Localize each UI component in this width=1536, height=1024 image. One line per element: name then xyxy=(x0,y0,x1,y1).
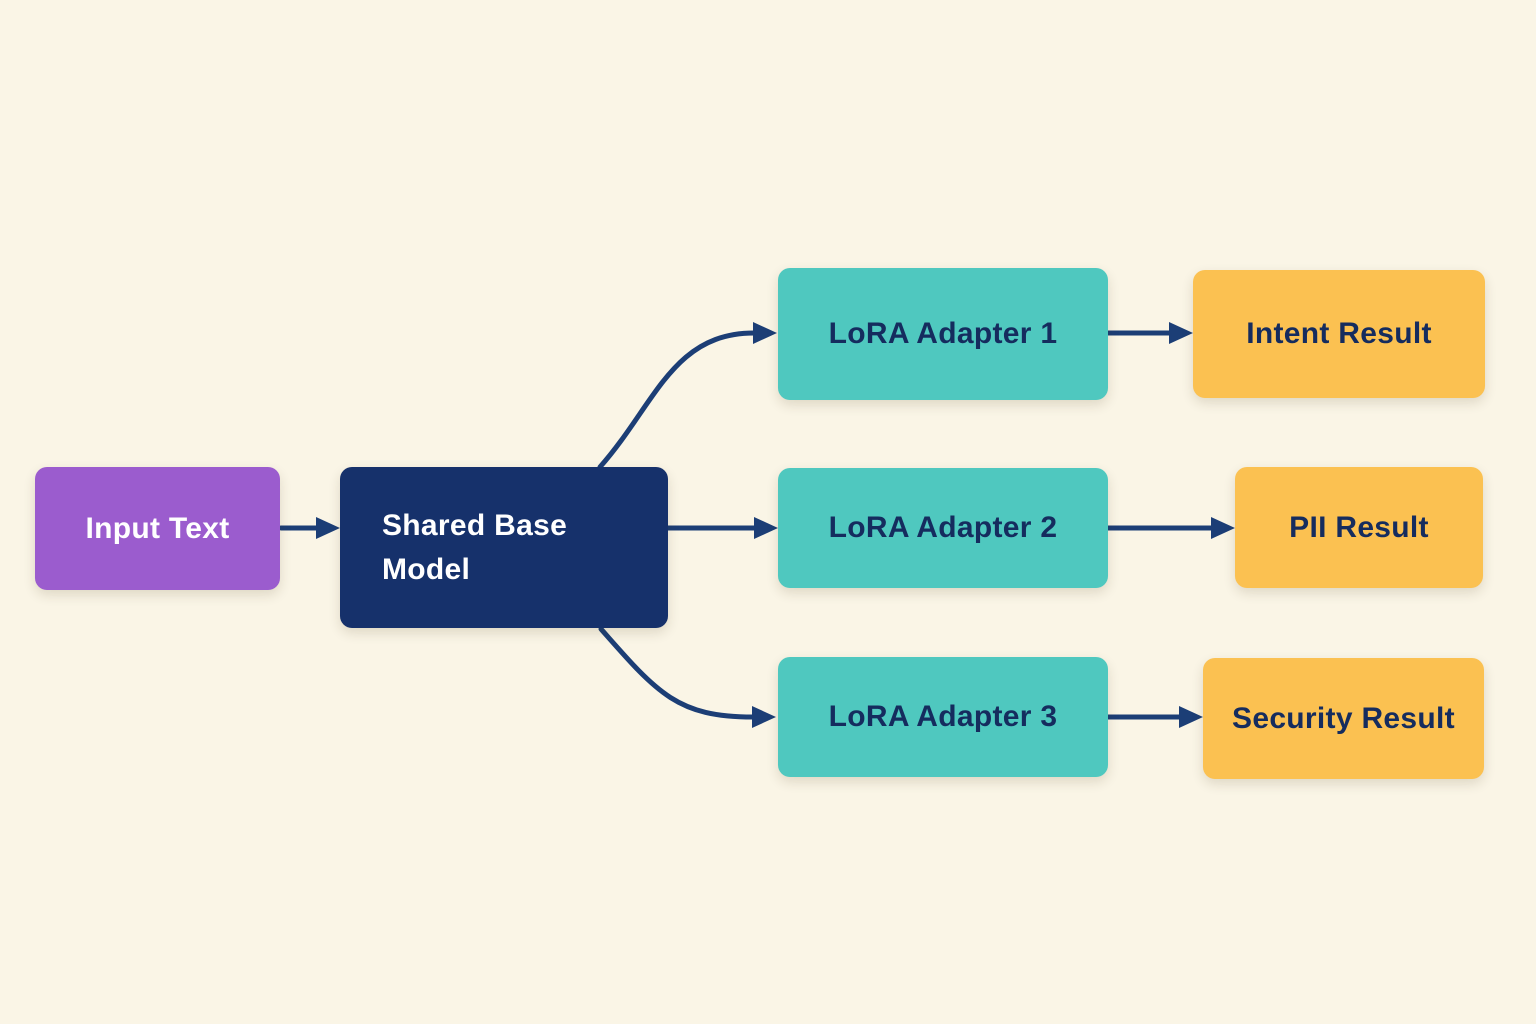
node-pii-result-label: PII Result xyxy=(1289,510,1429,544)
arrowhead-base-to-adapter2 xyxy=(754,517,778,539)
arrowhead-base-to-adapter1 xyxy=(753,322,777,344)
arrowhead-base-to-adapter3 xyxy=(752,706,776,728)
node-pii-result: PII Result xyxy=(1235,467,1483,588)
node-lora-adapter-2: LoRA Adapter 2 xyxy=(778,468,1108,588)
node-security-result-label: Security Result xyxy=(1232,701,1455,735)
arrow-base-to-adapter3 xyxy=(598,626,756,720)
arrowhead-adapter3-to-result3 xyxy=(1179,706,1203,728)
node-lora-adapter-2-label: LoRA Adapter 2 xyxy=(828,511,1058,544)
node-lora-adapter-3-label: LoRA Adapter 3 xyxy=(828,700,1058,733)
node-input-text-label: Input Text xyxy=(85,511,230,545)
arrowhead-adapter1-to-result1 xyxy=(1169,322,1193,344)
arrowhead-input-to-base xyxy=(316,517,340,539)
node-lora-adapter-1-label: LoRA Adapter 1 xyxy=(828,317,1058,350)
arrowhead-adapter2-to-result2 xyxy=(1211,517,1235,539)
node-intent-result: Intent Result xyxy=(1193,270,1485,398)
node-intent-result-label: Intent Result xyxy=(1246,317,1432,350)
node-lora-adapter-3: LoRA Adapter 3 xyxy=(778,657,1108,777)
node-lora-adapter-1: LoRA Adapter 1 xyxy=(778,268,1108,400)
node-shared-base-model: Shared Base Model xyxy=(340,467,668,628)
arrow-base-to-adapter1 xyxy=(597,330,757,470)
node-shared-base-model-label: Shared Base Model xyxy=(382,508,568,586)
node-security-result: Security Result xyxy=(1203,658,1484,779)
node-input-text: Input Text xyxy=(35,467,280,590)
